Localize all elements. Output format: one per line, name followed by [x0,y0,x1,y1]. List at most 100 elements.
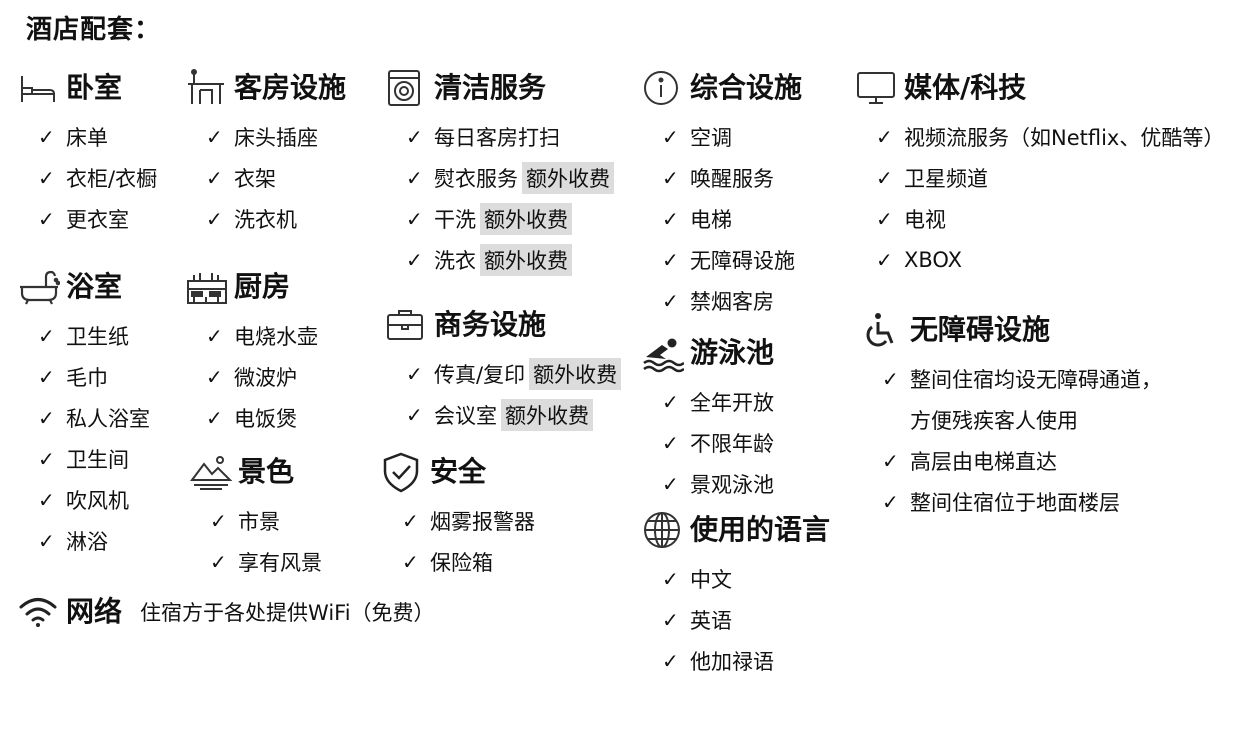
list-item: ✓他加禄语 [662,648,774,674]
section-bedroom: 卧室 ✓床单 ✓衣柜/衣橱 ✓更衣室 [18,66,157,239]
section-header: 客房设施 [186,66,346,110]
section-header: 卧室 [18,66,157,110]
section-general: 综合设施 ✓空调 ✓唤醒服务 ✓电梯 ✓无障碍设施 ✓禁烟客房 [642,66,802,321]
monitor-icon [856,66,900,110]
list-item: ✓床头插座 [206,124,318,150]
list-item: ✓电饭煲 [206,405,297,431]
section-header: 商务设施 [386,303,621,347]
list-item: ✓中文 [662,566,732,592]
section-title: 厨房 [234,270,291,303]
section-title: 景色 [238,455,295,488]
check-icon: ✓ [662,566,679,591]
section-business: 商务设施 ✓传真/复印额外收费 ✓会议室额外收费 [386,303,622,435]
section-title: 商务设施 [434,308,547,341]
section-network: 网络 住宿方于各处提供WiFi（免费） [18,590,435,634]
extra-fee-badge: 额外收费 [501,398,593,431]
list-item: ✓英语 [662,607,732,633]
check-icon: ✓ [38,323,55,348]
check-icon: ✓ [406,247,423,272]
section-header: 媒体/科技 [856,66,1224,110]
check-icon: ✓ [38,487,55,512]
check-icon: ✓ [38,405,55,430]
check-icon: ✓ [662,471,679,496]
section-title: 客房设施 [234,71,347,104]
washing-machine-icon [386,66,430,110]
check-icon: ✓ [38,364,55,389]
check-icon: ✓ [38,446,55,471]
section-safety: 安全 ✓烟雾报警器 ✓保险箱 [382,450,535,582]
list-item: ✓景观泳池 [662,471,774,497]
list-item: ✓高层由电梯直达 [882,448,1057,474]
list-item: ✓视频流服务（如Netflix、优酷等） [876,124,1225,150]
list-item: ✓衣柜/衣橱 [38,165,158,191]
check-icon: ✓ [876,247,893,272]
section-language: 使用的语言 ✓中文 ✓英语 ✓他加禄语 [642,508,830,681]
check-icon: ✓ [38,206,55,231]
list-item: ✓熨衣服务额外收费 [386,157,614,198]
section-bathroom: 浴室 ✓卫生纸 ✓毛巾 ✓私人浴室 ✓卫生间 ✓吹风机 ✓淋浴 [18,265,150,561]
list-item: ✓市景 [210,508,280,534]
list-item: ✓卫生间 [38,446,129,472]
wifi-description: 住宿方于各处提供WiFi（免费） [140,601,435,625]
list-item: ✓私人浴室 [38,405,150,431]
section-header: 综合设施 [642,66,802,110]
section-header: 无障碍设施 [862,308,1162,352]
section-header: 安全 [382,450,535,494]
check-icon: ✓ [206,364,223,389]
room-amenities-icon [186,66,230,110]
check-icon: ✓ [206,124,223,149]
list-item: ✓空调 [662,124,732,150]
check-icon: ✓ [406,165,423,190]
list-item: ✓卫生纸 [38,323,129,349]
briefcase-icon [386,303,430,347]
kitchen-icon [186,265,230,309]
check-icon: ✓ [882,448,899,473]
section-title: 游泳池 [690,336,775,369]
swimmer-icon [642,331,686,375]
list-item: ✓卫星频道 [876,165,988,191]
check-icon: ✓ [876,124,893,149]
check-icon: ✓ [210,549,227,574]
list-item: ✓整间住宿位于地面楼层 [882,489,1120,515]
list-item: ✓衣架 [206,165,276,191]
check-icon: ✓ [662,206,679,231]
check-icon: ✓ [662,430,679,455]
check-icon: ✓ [210,508,227,533]
extra-fee-badge: 额外收费 [529,357,622,390]
list-item-continuation: 方便残疾客人使用 [910,408,1078,433]
list-item: ✓会议室额外收费 [386,394,621,435]
check-icon: ✓ [882,366,899,391]
section-header: 浴室 [18,265,150,309]
list-item: ✓享有风景 [210,549,322,575]
check-icon: ✓ [876,206,893,231]
section-title: 网络 [66,595,123,628]
check-icon: ✓ [206,323,223,348]
check-icon: ✓ [662,648,679,673]
section-title: 综合设施 [690,71,803,104]
list-item: ✓唤醒服务 [662,165,774,191]
check-icon: ✓ [406,361,423,386]
list-item: ✓传真/复印额外收费 [386,353,622,394]
extra-fee-badge: 额外收费 [480,243,572,276]
page-title: 酒店配套： [26,15,162,45]
check-icon: ✓ [206,165,223,190]
list-item: ✓禁烟客房 [662,288,774,314]
check-icon: ✓ [406,402,423,427]
list-item: ✓电视 [876,206,946,232]
check-icon: ✓ [876,165,893,190]
check-icon: ✓ [662,247,679,272]
list-item: ✓吹风机 [38,487,129,513]
check-icon: ✓ [406,206,423,231]
list-item: ✓烟雾报警器 [402,508,535,534]
section-header: 厨房 [186,265,318,309]
list-item: ✓无障碍设施 [662,247,795,273]
section-media: 媒体/科技 ✓视频流服务（如Netflix、优酷等） ✓卫星频道 ✓电视 ✓XB… [856,66,1224,280]
bathtub-icon [18,265,62,309]
section-header: 使用的语言 [642,508,830,552]
list-item: ✓每日客房打扫 [406,124,560,150]
section-header: 游泳池 [642,331,774,375]
section-room-amenities: 客房设施 ✓床头插座 ✓衣架 ✓洗衣机 [186,66,346,239]
check-icon: ✓ [662,165,679,190]
list-item: ✓整间住宿均设无障碍通道， [882,366,1162,392]
section-header: 网络 住宿方于各处提供WiFi（免费） [18,590,435,634]
